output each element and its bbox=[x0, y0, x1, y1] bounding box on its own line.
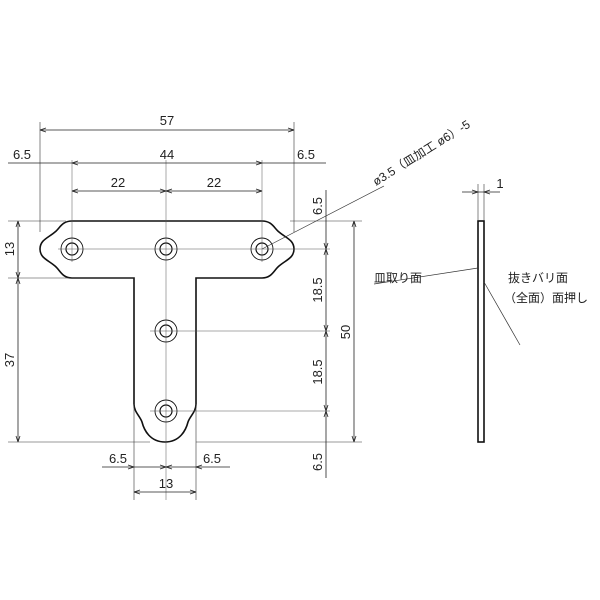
dim-57: 57 bbox=[160, 113, 174, 128]
dim-37-stem: 37 bbox=[2, 353, 17, 367]
side-view-plate bbox=[477, 220, 485, 443]
side-view bbox=[462, 184, 500, 443]
leader-lines bbox=[261, 185, 521, 346]
right-dimensions bbox=[196, 190, 362, 478]
dim-6.5-stem-right: 6.5 bbox=[203, 451, 221, 466]
bottom-dimensions bbox=[102, 404, 230, 500]
dim-13-arm: 13 bbox=[2, 242, 17, 256]
dim-6.5-stem-left: 6.5 bbox=[109, 451, 127, 466]
dim-44: 44 bbox=[160, 147, 174, 162]
dim-50: 50 bbox=[338, 325, 353, 339]
dim-6.5-right: 6.5 bbox=[297, 147, 315, 162]
center-lines bbox=[58, 160, 330, 500]
dim-6.5-bottom: 6.5 bbox=[310, 453, 325, 471]
dim-22-right: 22 bbox=[207, 175, 221, 190]
dim-6.5-left: 6.5 bbox=[13, 147, 31, 162]
hole-spec-note: ø3.5（皿加工 ø6）-5 bbox=[370, 117, 473, 188]
dim-6.5-top: 6.5 bbox=[310, 197, 325, 215]
dim-18.5-lower: 18.5 bbox=[310, 359, 325, 384]
dim-18.5-upper: 18.5 bbox=[310, 277, 325, 302]
burr-note-line2: （全面）面押し bbox=[504, 290, 588, 305]
dim-13-stem: 13 bbox=[159, 476, 173, 491]
burr-note-line1: 抜きバリ面 bbox=[508, 271, 568, 285]
left-dimensions bbox=[8, 220, 150, 443]
countersink-note: 皿取り面 bbox=[374, 271, 422, 285]
top-dimensions bbox=[8, 122, 326, 232]
dim-1-thickness: 1 bbox=[496, 176, 503, 191]
dim-22-left: 22 bbox=[111, 175, 125, 190]
